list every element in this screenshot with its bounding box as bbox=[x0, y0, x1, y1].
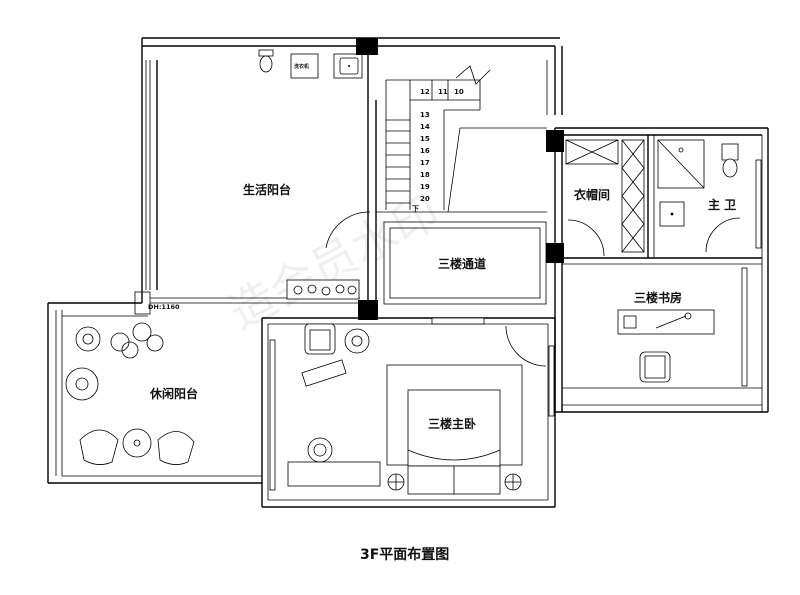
room-label-master-bath: 主 卫 bbox=[708, 197, 736, 212]
svg-text:19: 19 bbox=[420, 183, 430, 191]
sink-icon bbox=[333, 53, 363, 79]
structural-columns bbox=[356, 38, 564, 320]
room-label-master-bedroom: 三楼主卧 bbox=[428, 416, 476, 431]
svg-text:12: 12 bbox=[420, 88, 430, 96]
bed-icon bbox=[386, 364, 523, 495]
room-label-study: 三楼书房 bbox=[634, 290, 682, 305]
svg-text:18: 18 bbox=[420, 171, 430, 179]
planter-box bbox=[286, 279, 360, 300]
svg-text:10: 10 bbox=[454, 88, 464, 96]
washing-machine-label: 洗衣机 bbox=[294, 63, 309, 70]
staircase bbox=[325, 37, 563, 305]
plan-title: 3F平面布置图 bbox=[360, 546, 449, 563]
master-bath-fixtures bbox=[657, 139, 741, 253]
room-label-cloakroom: 衣帽间 bbox=[574, 187, 610, 202]
right-wing-walls bbox=[554, 127, 769, 413]
room-label-leisure-balcony: 休闲阳台 bbox=[149, 386, 198, 401]
study-furniture bbox=[617, 309, 715, 383]
desk-chair-icon bbox=[287, 437, 381, 487]
svg-text:16: 16 bbox=[420, 147, 430, 155]
svg-text:17: 17 bbox=[420, 159, 430, 167]
master-bedroom-walls bbox=[261, 317, 556, 508]
svg-text:20: 20 bbox=[420, 195, 430, 203]
svg-text:13: 13 bbox=[420, 111, 430, 119]
toilet-icon bbox=[258, 49, 274, 73]
svg-text:14: 14 bbox=[420, 123, 430, 131]
svg-text:15: 15 bbox=[420, 135, 430, 143]
dimension-label: DH:1160 bbox=[148, 303, 180, 311]
stair-step-numbers: 12 11 10 13 14 15 16 17 18 19 20 下 bbox=[412, 88, 464, 213]
leisure-balcony-area bbox=[47, 302, 262, 484]
stair-down-marker: 下 bbox=[412, 205, 419, 213]
room-label-corridor: 三楼通道 bbox=[438, 256, 486, 271]
plants-icon bbox=[65, 322, 164, 401]
room-label-life-balcony: 生活阳台 bbox=[243, 182, 291, 197]
armchair-icon bbox=[301, 323, 370, 387]
lounge-chairs-icon bbox=[79, 428, 195, 465]
windows bbox=[269, 159, 762, 491]
column-box bbox=[134, 291, 151, 315]
wardrobe-cabinets bbox=[565, 139, 645, 257]
svg-text:11: 11 bbox=[438, 88, 448, 96]
washing-machine-icon: 洗衣机 bbox=[290, 53, 319, 79]
